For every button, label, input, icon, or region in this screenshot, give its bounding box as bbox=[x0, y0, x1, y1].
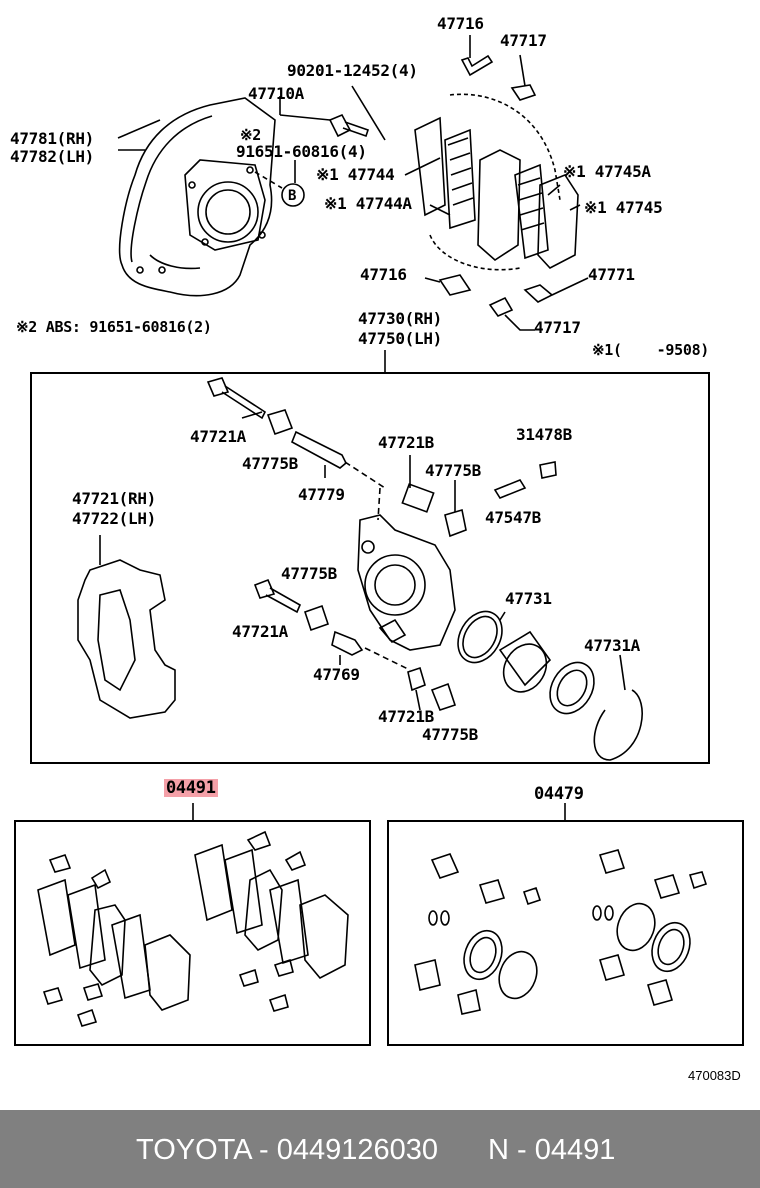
part-label-47775b-3[interactable]: 47775B bbox=[281, 564, 337, 583]
caliper-parts-drawing bbox=[206, 377, 643, 761]
note-mark-1: ※1( -9508) bbox=[592, 341, 710, 359]
part-label-47717-mid[interactable]: 47717 bbox=[534, 318, 581, 337]
part-label-47710a[interactable]: 47710A bbox=[248, 84, 304, 103]
seal-kit-drawing bbox=[414, 849, 708, 1015]
part-label-47769[interactable]: 47769 bbox=[313, 665, 360, 684]
dust-shield-drawing bbox=[117, 97, 276, 297]
part-label-47744a[interactable]: ※1 47744A bbox=[324, 194, 412, 213]
circle-b-marker bbox=[254, 160, 305, 207]
part-label-47745a[interactable]: ※1 47745A bbox=[563, 162, 651, 181]
part-label-47721a-top[interactable]: 47721A bbox=[190, 427, 246, 446]
circle-b-label: B bbox=[288, 188, 297, 204]
part-label-47721b-bottom[interactable]: 47721B bbox=[378, 707, 434, 726]
parts-diagram bbox=[37, 35, 708, 1027]
part-label-47731a[interactable]: 47731A bbox=[584, 636, 640, 655]
part-label-47547b[interactable]: 47547B bbox=[485, 508, 541, 527]
part-label-47744[interactable]: ※1 47744 bbox=[316, 165, 395, 184]
part-label-47775b-2[interactable]: 47775B bbox=[425, 461, 481, 480]
abs-note: ※2 ABS: 91651-60816(2) bbox=[16, 318, 212, 336]
part-label-47775b-4[interactable]: 47775B bbox=[422, 725, 478, 744]
seal-kit-box bbox=[387, 820, 744, 1046]
bolt-drawing bbox=[279, 85, 386, 141]
caliper-bracket-drawing bbox=[77, 535, 176, 719]
part-label-47716-mid[interactable]: 47716 bbox=[360, 265, 407, 284]
note-mark-2: ※2 bbox=[240, 126, 261, 144]
part-label-47782-lh[interactable]: 47782(LH) bbox=[10, 147, 94, 166]
part-label-47722-lh[interactable]: 47722(LH) bbox=[72, 509, 156, 528]
leader-lines bbox=[384, 157, 581, 372]
pad-kit-box bbox=[14, 820, 371, 1046]
part-label-47750-lh[interactable]: 47750(LH) bbox=[358, 329, 442, 348]
clips-drawing bbox=[424, 35, 589, 331]
part-label-31478b[interactable]: 31478B bbox=[516, 425, 572, 444]
part-label-91651[interactable]: 91651-60816(4) bbox=[236, 142, 367, 161]
part-label-47721-rh[interactable]: 47721(RH) bbox=[72, 489, 156, 508]
pad-kit-drawing bbox=[37, 830, 349, 1027]
diagram-reference-code: 470083D bbox=[688, 1068, 741, 1083]
part-label-47779[interactable]: 47779 bbox=[298, 485, 345, 504]
part-label-47730-rh[interactable]: 47730(RH) bbox=[358, 309, 442, 328]
brake-pads-drawing bbox=[414, 93, 579, 271]
caliper-assembly-box bbox=[30, 372, 710, 764]
part-label-04491-highlighted[interactable]: 04491 bbox=[164, 778, 218, 798]
footer-bar: TOYOTA - 0449126030 N - 04491 bbox=[0, 1110, 760, 1188]
part-label-47745[interactable]: ※1 47745 bbox=[584, 198, 663, 217]
part-label-47781-rh[interactable]: 47781(RH) bbox=[10, 129, 94, 148]
footer-part-number: TOYOTA - 0449126030 bbox=[136, 1134, 439, 1166]
footer-n-number: N - 04491 bbox=[488, 1134, 616, 1166]
part-label-47731[interactable]: 47731 bbox=[505, 589, 552, 608]
part-label-04479[interactable]: 04479 bbox=[534, 784, 584, 804]
part-label-47717-top[interactable]: 47717 bbox=[500, 31, 547, 50]
part-label-47716-top[interactable]: 47716 bbox=[437, 14, 484, 33]
part-label-47771[interactable]: 47771 bbox=[588, 265, 635, 284]
part-label-47721a-bottom[interactable]: 47721A bbox=[232, 622, 288, 641]
part-label-47775b-1[interactable]: 47775B bbox=[242, 454, 298, 473]
part-label-47721b-top[interactable]: 47721B bbox=[378, 433, 434, 452]
part-label-90201[interactable]: 90201-12452(4) bbox=[287, 61, 418, 80]
